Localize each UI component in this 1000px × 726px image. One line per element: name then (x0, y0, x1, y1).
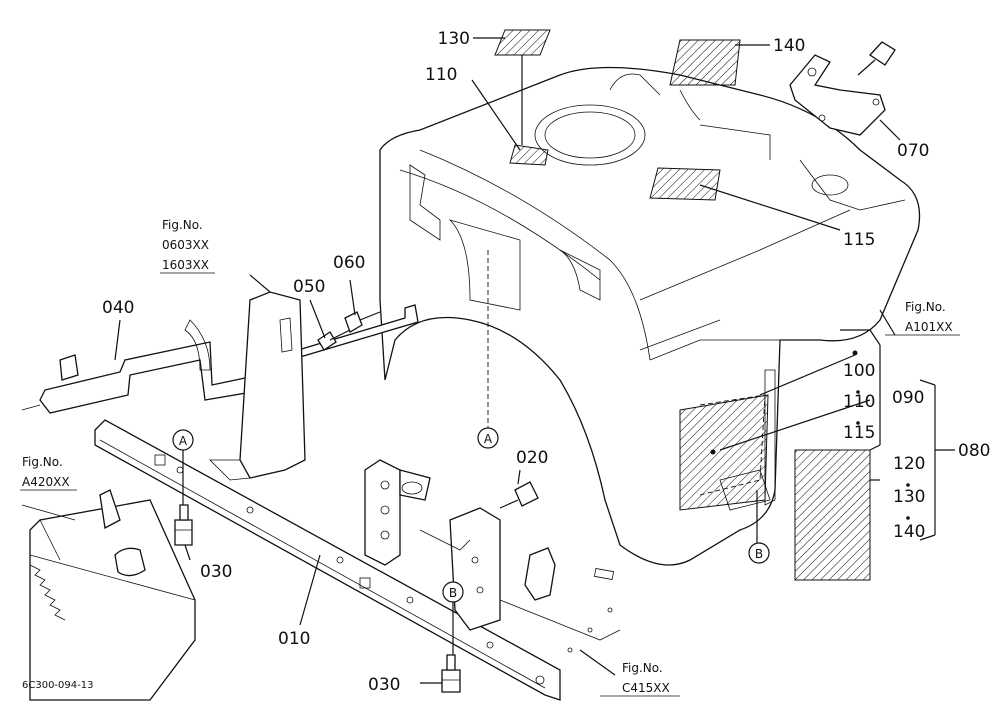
fig-ref-c415xx: Fig.No. C415XX (600, 661, 680, 697)
svg-text:Fig.No.: Fig.No. (162, 218, 203, 232)
fig-ref-a101xx: Fig.No. A101XX (885, 300, 960, 336)
svg-text:0603XX: 0603XX (162, 238, 209, 252)
svg-text:A101XX: A101XX (905, 320, 953, 334)
part-label-040: 040 (102, 298, 134, 318)
part-label-130-side: 130 (893, 487, 925, 507)
part-label-140-side: 140 (893, 522, 925, 542)
frame-010 (94, 419, 561, 701)
part-label-090: 090 (892, 388, 924, 408)
part-label-030-bottom: 030 (368, 675, 400, 695)
svg-text:Fig.No.: Fig.No. (622, 661, 663, 675)
marker-b-2: B (748, 542, 770, 564)
svg-text:C415XX: C415XX (622, 681, 670, 695)
front-mount-brackets (364, 459, 621, 653)
svg-text:B: B (449, 586, 457, 600)
part-label-115-top: 115 (843, 230, 875, 250)
part-label-030-left: 030 (200, 562, 232, 582)
svg-text:Fig.No.: Fig.No. (905, 300, 946, 314)
stay-040 (21, 304, 419, 414)
front-cover (379, 66, 921, 566)
part-label-060: 060 (333, 253, 365, 273)
part-label-070: 070 (897, 141, 929, 161)
marker-a-2: A (477, 427, 499, 449)
bracket-070 (789, 41, 896, 136)
part-label-115-side: 115 (843, 423, 875, 443)
svg-text:A420XX: A420XX (22, 475, 70, 489)
part-label-010: 010 (278, 629, 310, 649)
part-label-110-side: 110 (843, 392, 875, 412)
separator-dots (710, 350, 910, 520)
part-label-020: 020 (516, 448, 548, 468)
part-label-080: 080 (958, 441, 990, 461)
svg-text:A: A (484, 432, 493, 446)
part-label-100: 100 (843, 361, 875, 381)
drawing-code: 6C300-094-13 (22, 680, 93, 691)
bushing-030-b (441, 654, 461, 693)
bolt-020 (499, 481, 539, 509)
svg-text:B: B (755, 547, 763, 561)
leader-lines (114, 37, 955, 684)
part-label-130-top: 130 (438, 29, 470, 49)
marker-b-1: B (442, 581, 464, 603)
svg-text:A: A (179, 434, 188, 448)
part-label-120: 120 (893, 454, 925, 474)
marker-a-1: A (172, 429, 194, 451)
bushing-030-a (174, 504, 193, 546)
svg-text:Fig.No.: Fig.No. (22, 455, 63, 469)
labels-decals (494, 29, 871, 581)
fig-ref-0603xx: Fig.No. 0603XX 1603XX (160, 218, 215, 274)
part-label-110-top: 110 (425, 65, 457, 85)
part-label-050: 050 (293, 277, 325, 297)
upright-bracket (184, 291, 306, 481)
svg-text:1603XX: 1603XX (162, 258, 209, 272)
part-label-140-top: 140 (773, 36, 805, 56)
bolts-050-060 (317, 311, 381, 351)
fig-ref-a420xx: Fig.No. A420XX (20, 455, 77, 491)
radiator (21, 489, 196, 701)
